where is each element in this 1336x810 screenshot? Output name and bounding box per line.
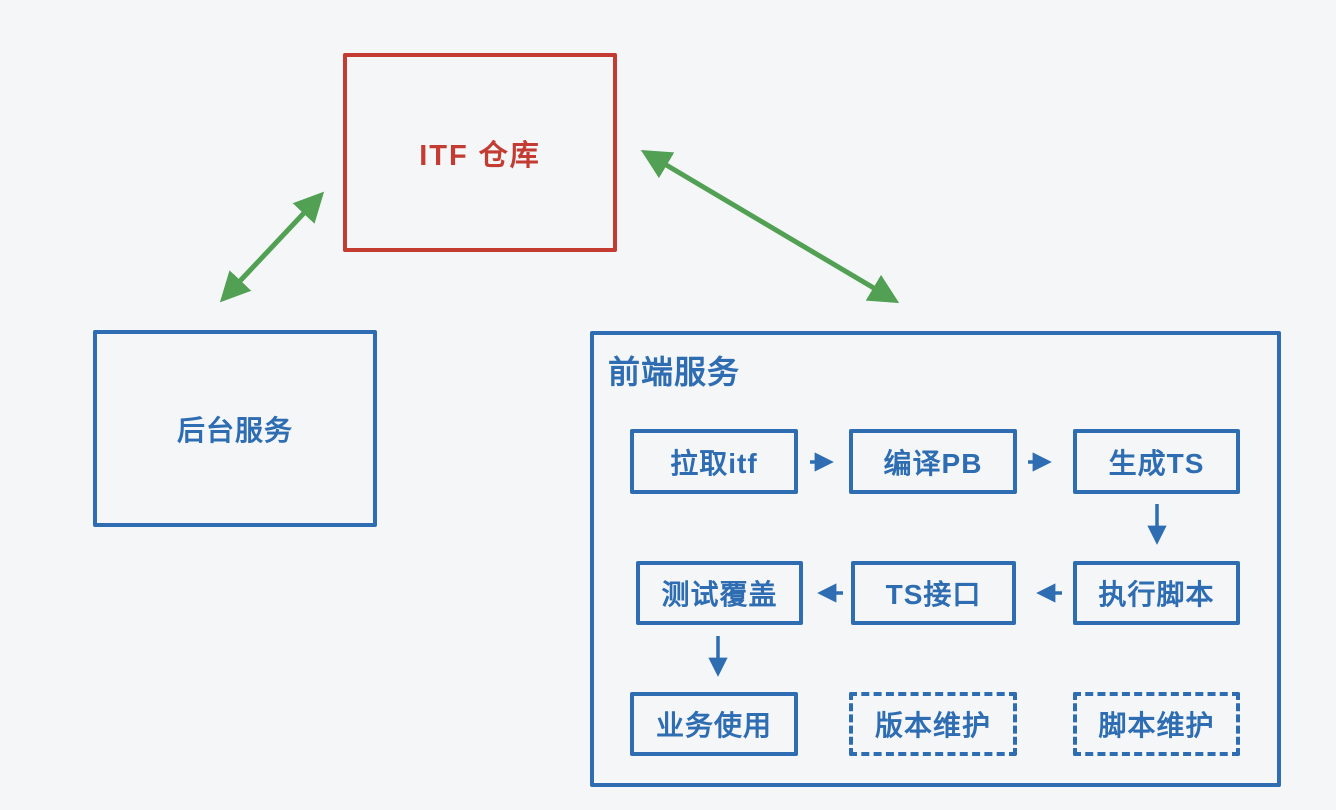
frontend-service-title: 前端服务 <box>608 354 741 390</box>
step-script-maintain: 脚本维护 <box>1073 692 1240 756</box>
step-run-script: 执行脚本 <box>1073 561 1240 625</box>
frontend-service-container: 前端服务 <box>590 331 1281 787</box>
step-generate-ts: 生成TS <box>1073 429 1240 494</box>
step-test-coverage: 测试覆盖 <box>636 561 803 625</box>
step-pull-itf-label: 拉取itf <box>670 447 758 479</box>
step-test-coverage-label: 测试覆盖 <box>661 579 778 610</box>
step-run-script-label: 执行脚本 <box>1098 579 1215 610</box>
step-script-maintain-label: 脚本维护 <box>1098 710 1215 741</box>
step-business-use: 业务使用 <box>630 692 798 756</box>
step-ts-interface-label: TS接口 <box>885 579 982 610</box>
repo-frontend-arrow <box>640 149 900 304</box>
backend-service-node: 后台服务 <box>93 330 377 527</box>
step-version-maintain-label: 版本维护 <box>874 710 991 741</box>
step-business-use-label: 业务使用 <box>655 710 772 741</box>
step-generate-ts-label: 生成TS <box>1108 447 1205 479</box>
step-compile-pb-label: 编译PB <box>883 447 983 479</box>
backend-service-label: 后台服务 <box>176 414 293 446</box>
step-pull-itf: 拉取itf <box>630 429 798 494</box>
itf-repo-label: ITF 仓库 <box>419 139 541 172</box>
step-version-maintain: 版本维护 <box>849 692 1017 756</box>
backend-repo-arrow <box>219 191 325 303</box>
itf-repo-node: ITF 仓库 <box>343 53 617 252</box>
step-ts-interface: TS接口 <box>851 561 1016 625</box>
step-compile-pb: 编译PB <box>849 429 1017 494</box>
